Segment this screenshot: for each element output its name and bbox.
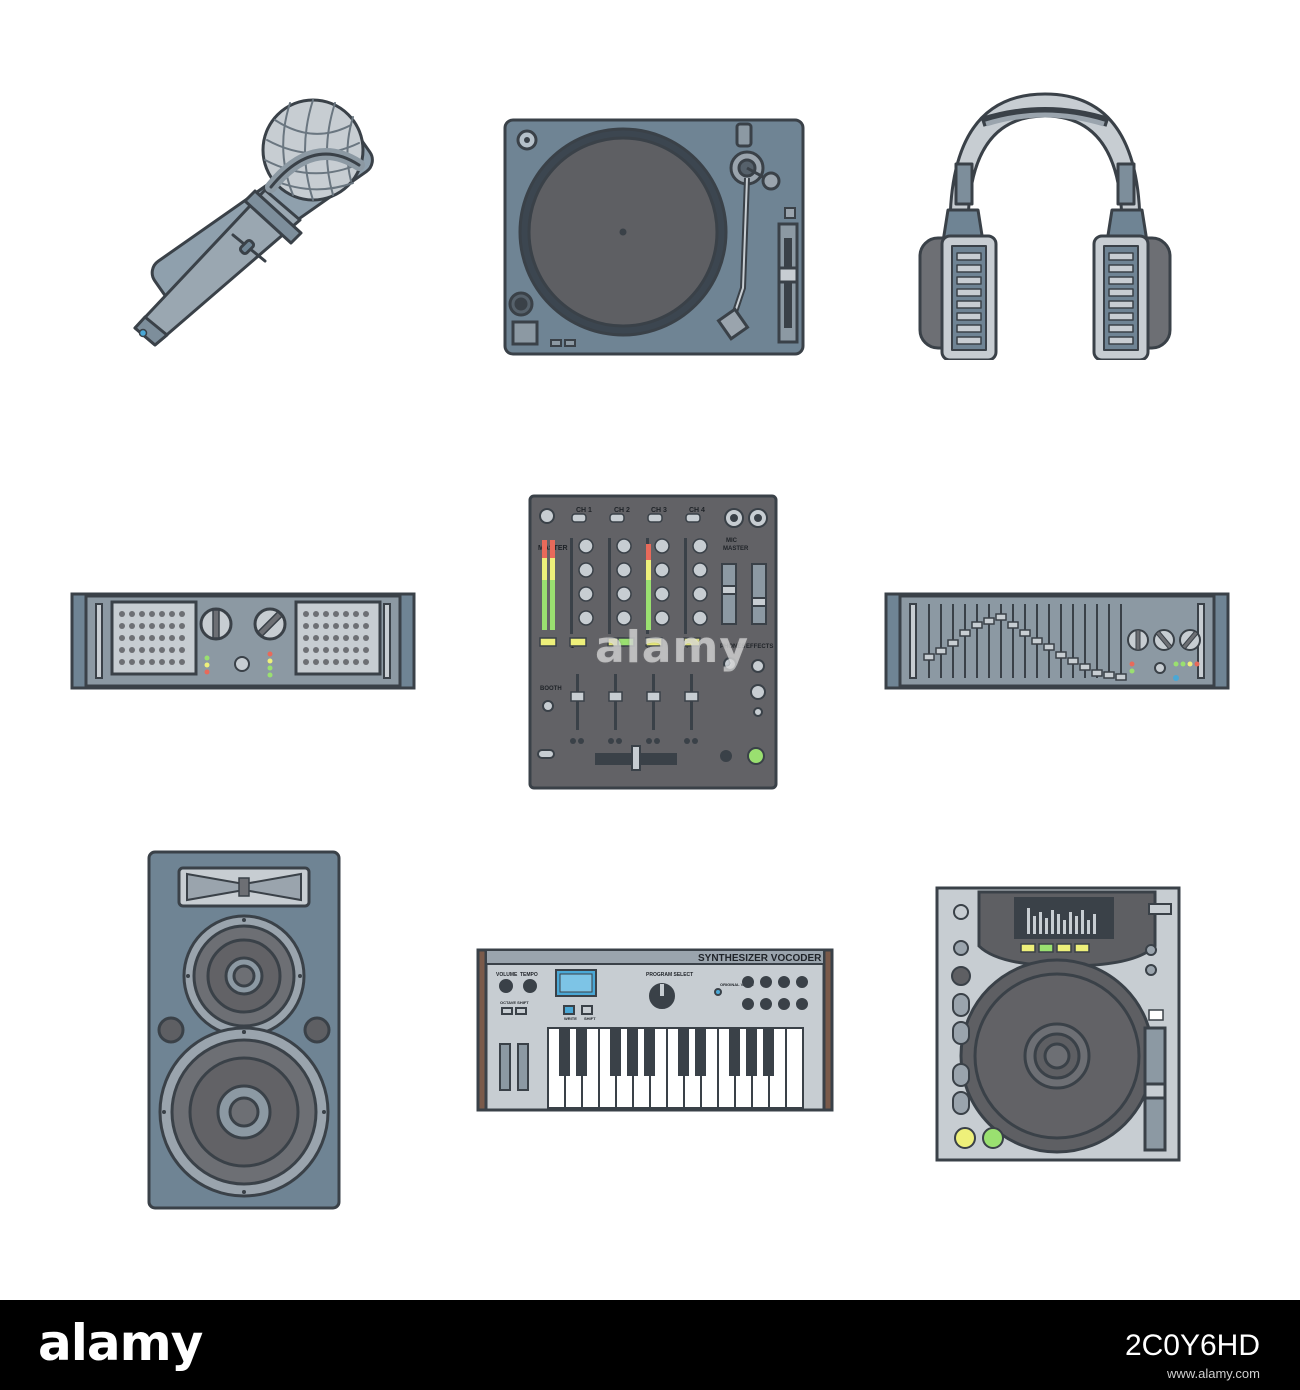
synth-original-value-label: ORIGINAL VALUE bbox=[720, 982, 754, 987]
footer-bar: alamy 2C0Y6HD www.alamy.com bbox=[0, 1300, 1300, 1390]
synth-shift-label: SHIFT bbox=[584, 1016, 596, 1021]
headphones-icon bbox=[918, 92, 1172, 360]
microphone-icon bbox=[133, 98, 374, 347]
icon-set: MASTER CH 1 CH 2 CH 3 CH 4 MIC MASTER PH… bbox=[70, 92, 1230, 1210]
footer-url: www.alamy.com bbox=[1167, 1366, 1260, 1381]
graphic-equalizer-icon bbox=[884, 592, 1230, 690]
cd-player-icon bbox=[935, 886, 1181, 1162]
mixer-ch3-label: CH 3 bbox=[651, 507, 667, 514]
mixer-ch2-label: CH 2 bbox=[614, 507, 630, 514]
mixer-mic-master-label: MASTER bbox=[723, 546, 749, 552]
synth-write-label: WRITE bbox=[564, 1016, 577, 1021]
synth-tempo-label: TEMPO bbox=[520, 972, 538, 978]
mixer-phones-label: PHONES bbox=[720, 644, 745, 650]
footer-logo: alamy bbox=[38, 1314, 203, 1372]
turntable-icon bbox=[503, 118, 805, 356]
footer-image-id: 2C0Y6HD bbox=[1124, 1329, 1260, 1362]
synth-volume-label: VOLUME bbox=[496, 972, 518, 978]
loudspeaker-icon bbox=[147, 850, 341, 1210]
synth-program-label: PROGRAM SELECT bbox=[646, 972, 693, 978]
mixer-ch4-label: CH 4 bbox=[689, 507, 705, 514]
mixer-mic-label: MIC bbox=[726, 538, 738, 544]
synth-octave-shift-label: OCTAVE SHIFT bbox=[500, 1000, 529, 1005]
dj-mixer-icon: MASTER CH 1 CH 2 CH 3 CH 4 MIC MASTER PH… bbox=[528, 494, 778, 790]
power-amplifier-icon bbox=[70, 592, 416, 690]
mixer-ch1-label: CH 1 bbox=[576, 507, 592, 514]
mixer-effects-label: EFFECTS bbox=[746, 644, 773, 650]
synthesizer-keyboard-icon: SYNTHESIZER VOCODER VOLUME TEMPO PROGRAM… bbox=[476, 948, 834, 1112]
synth-brand-label: SYNTHESIZER VOCODER bbox=[698, 953, 822, 964]
mixer-booth-label: BOOTH bbox=[540, 686, 562, 692]
